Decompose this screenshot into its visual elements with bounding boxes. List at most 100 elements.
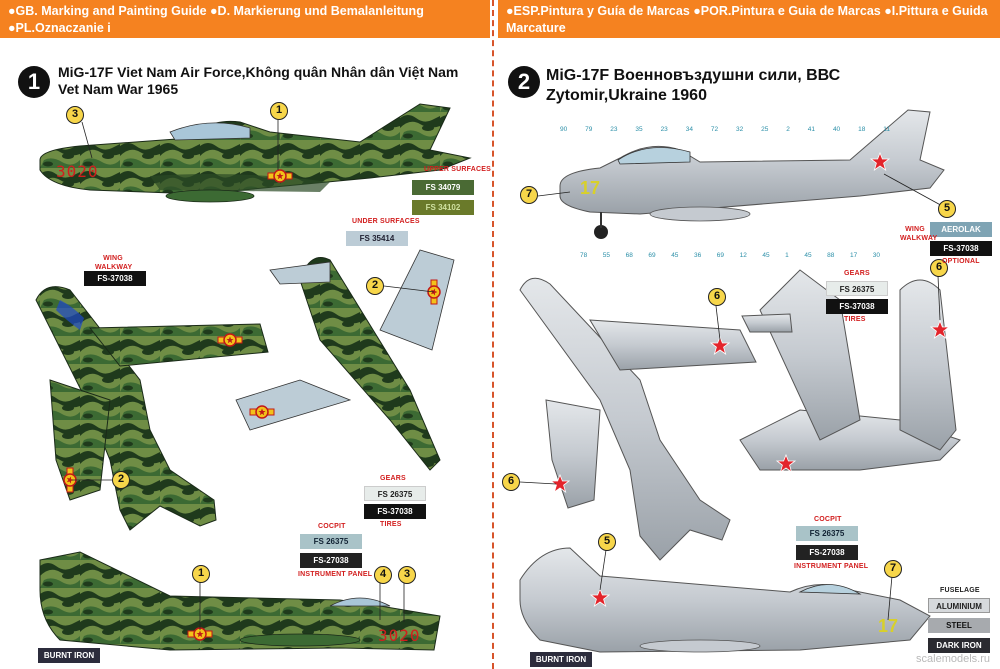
scheme1-callout-4-bottom: 4 xyxy=(374,566,392,584)
scheme2-fuselage-label: FUSELAGE xyxy=(940,587,980,594)
scheme1-fuselage-number-top: 3020 xyxy=(56,162,99,181)
stencil-number: 32 xyxy=(735,126,744,133)
scheme1-title-line2: Vet Nam War 1965 xyxy=(58,81,179,97)
page-divider xyxy=(492,0,496,669)
scheme1-callout-2-left: 2 xyxy=(112,471,130,489)
stencil-number: 34 xyxy=(685,126,693,133)
scheme1-underside-view xyxy=(235,249,455,471)
scheme2-cockpit-label: COCPIT xyxy=(814,516,842,523)
stencil-number: 90 xyxy=(560,126,568,133)
stencil-number: 23 xyxy=(660,126,668,133)
stencil-number: 1 xyxy=(785,252,789,259)
stencil-number: 45 xyxy=(671,252,679,259)
scheme2-side-profile-top xyxy=(559,109,945,239)
scheme1-swatch-cockpit-fs26375: FS 26375 xyxy=(300,534,362,549)
scheme1-title-line1: MiG-17F Viet Nam Air Force,Không quân Nh… xyxy=(58,64,459,80)
scheme1-callout-3-bottom: 3 xyxy=(398,566,416,584)
scheme2-wing-walkway-label: WING WALKWAY xyxy=(900,226,938,242)
scheme1-swatch-gears-fs26375: FS 26375 xyxy=(364,486,426,501)
scheme2-callout-6-underside: 6 xyxy=(930,259,948,277)
scheme2-callout-7-top: 7 xyxy=(520,186,538,204)
stencil-number: 11 xyxy=(883,126,890,133)
header-right-line2: ●S.Målning och märkning Guide ●FIN. Maal… xyxy=(506,38,895,52)
header-left-line2: Malowanie ●F. Peinture et marquage Guide… xyxy=(8,38,458,69)
scheme2-number-badge: 2 xyxy=(508,66,540,98)
stencil-number: 2 xyxy=(786,126,790,133)
stencil-number: 35 xyxy=(635,126,643,133)
header-left: ●GB. Marking and Painting Guide ●D. Mark… xyxy=(0,0,490,69)
scheme1-callout-3-top: 3 xyxy=(66,106,84,124)
scheme2-callout-5-top: 5 xyxy=(938,200,956,218)
scheme2-gears-label: GEARS xyxy=(844,270,870,277)
scheme1-swatch-fs34079: FS 34079 xyxy=(412,180,474,195)
scheme1-cockpit-label: COCPIT xyxy=(318,523,346,530)
scheme2-callout-5-bottom: 5 xyxy=(598,533,616,551)
scheme1-fuselage-number-bottom: 3020 xyxy=(378,626,421,645)
stencil-number: 18 xyxy=(858,126,866,133)
stencil-number: 79 xyxy=(585,126,593,133)
stencil-number: 55 xyxy=(602,252,611,259)
scheme1-upper-surfaces-label: UPPER SURFACES xyxy=(424,166,491,173)
scheme1-swatch-walkway-fs37038: FS-37038 xyxy=(84,271,146,286)
scheme2-side-profile-bottom xyxy=(519,547,931,653)
stencil-number: 41 xyxy=(807,126,816,133)
scheme1-number-badge: 1 xyxy=(18,66,50,98)
header-right: ●ESP.Pintura y Guía de Marcas ●POR.Pintu… xyxy=(498,0,1000,52)
scheme2-callout-7-bottom: 7 xyxy=(884,560,902,578)
callout-leader-lines xyxy=(72,120,947,630)
scheme2-stencil-numbers-top: 90 79 23 35 23 34 72 32 25 2 41 40 18 11 xyxy=(560,126,890,133)
scheme2-stencil-numbers-bottom: 78 55 68 69 45 36 69 12 45 1 45 88 17 30 xyxy=(580,252,880,259)
scheme2-title-line1: MiG-17F Военновъздушни сили, ВВС xyxy=(546,67,841,84)
scheme2-nose-number-top: 17 xyxy=(580,178,601,198)
scheme1-swatch-tires-fs37038: FS-37038 xyxy=(364,504,426,519)
scheme1-swatch-fs34102: FS 34102 xyxy=(412,200,474,215)
scheme2-title-line2: Zytomir,Ukraine 1960 xyxy=(546,87,707,104)
scheme1-gears-label: GEARS xyxy=(380,475,406,482)
scheme2-swatch-burnt-iron: BURNT IRON xyxy=(530,652,592,667)
scheme2-swatch-aluminium: ALUMINIUM xyxy=(928,598,990,613)
header-right-line1: ●ESP.Pintura y Guía de Marcas ●POR.Pintu… xyxy=(506,4,988,35)
scheme1-side-profile-top xyxy=(39,103,472,203)
stencil-number: 23 xyxy=(610,126,618,133)
stencil-number: 45 xyxy=(762,252,770,259)
stencil-number: 12 xyxy=(739,252,747,259)
scheme1-wing-walkway-label: WING WALKWAY xyxy=(95,255,133,271)
scheme2-top-view xyxy=(519,277,757,561)
stencil-number: 78 xyxy=(580,252,588,259)
stencil-number: 88 xyxy=(827,252,835,259)
scheme1-instrument-panel-label: INSTRUMENT PANEL xyxy=(298,571,373,578)
scheme2-swatch-walkway-fs37038: FS-37038 xyxy=(930,241,992,256)
stencil-number: 69 xyxy=(716,252,725,259)
scheme2-swatch-tires-fs37038: FS-37038 xyxy=(826,299,888,314)
header-left-line1: ●GB. Marking and Painting Guide ●D. Mark… xyxy=(8,4,424,35)
scheme2-swatch-panel-fs27038: FS-27038 xyxy=(796,545,858,560)
scheme2-instrument-panel-label: INSTRUMENT PANEL xyxy=(794,563,869,570)
scheme2-swatch-steel: STEEL xyxy=(928,618,990,633)
scheme1-swatch-burnt-iron: BURNT IRON xyxy=(38,648,100,663)
stencil-number: 45 xyxy=(804,252,812,259)
scheme1-callout-1-bottom: 1 xyxy=(192,565,210,583)
stencil-number: 68 xyxy=(625,252,633,259)
stencil-number: 69 xyxy=(648,252,656,259)
scheme2-optional-label: OPTIONAL xyxy=(942,258,980,265)
scheme1-swatch-panel-fs27038: FS-27038 xyxy=(300,553,362,568)
stencil-number: 30 xyxy=(872,252,880,259)
scheme2-swatch-cockpit-fs26375: FS 26375 xyxy=(796,526,858,541)
scheme2-nose-number-bottom: 17 xyxy=(878,616,899,636)
scheme2-swatch-dark-iron: DARK IRON xyxy=(928,638,990,653)
scheme2-swatch-gears-fs26375: FS 26375 xyxy=(826,281,888,296)
scheme1-swatch-fs35414: FS 35414 xyxy=(346,231,408,246)
scheme2-callout-6-left: 6 xyxy=(502,473,520,491)
stencil-number: 36 xyxy=(693,252,702,259)
scheme2-callout-6-topview: 6 xyxy=(708,288,726,306)
scheme1-top-view xyxy=(35,286,269,531)
scheme1-callout-1-top: 1 xyxy=(270,102,288,120)
scheme1-tires-label: TIRES xyxy=(380,521,402,528)
scheme1-side-profile-bottom xyxy=(39,551,441,651)
stencil-number: 17 xyxy=(849,252,858,259)
stencil-number: 72 xyxy=(710,126,719,133)
scheme1-callout-2-right: 2 xyxy=(366,277,384,295)
scheme2-tires-label: TIRES xyxy=(844,316,866,323)
scheme2-swatch-aerolak: AEROLAK xyxy=(930,222,992,237)
